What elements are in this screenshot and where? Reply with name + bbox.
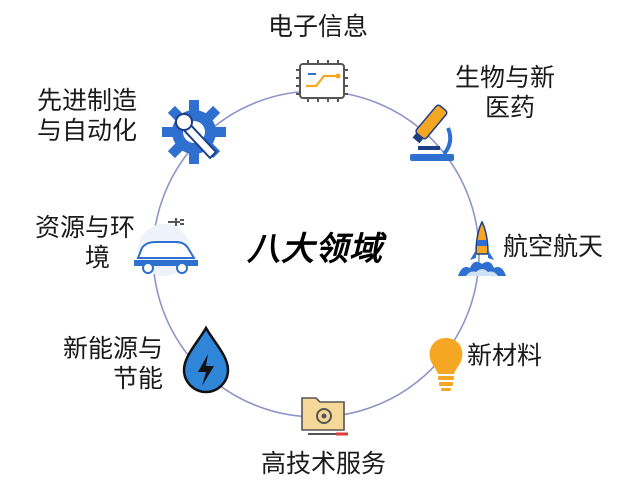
label-electronics-line: 电子信息: [268, 12, 369, 41]
gear-wrench-icon: [162, 100, 226, 164]
label-materials-line: 新材料: [467, 341, 543, 370]
label-aero-line: 航空航天: [503, 232, 604, 261]
label-manufacturing-line-1: 先进制造: [37, 86, 138, 115]
label-manufacturing: 先进制造 与自动化: [37, 86, 137, 146]
chip-icon: [296, 60, 348, 102]
label-energy-line-2: 节能: [113, 364, 164, 393]
label-services-line: 高技术服务: [261, 449, 387, 478]
label-services: 高技术服务: [261, 449, 386, 479]
lightbulb-icon: [429, 338, 463, 391]
label-environment-line-1: 资源与环: [35, 213, 136, 242]
label-manufacturing-line-2: 与自动化: [37, 116, 138, 145]
label-electronics: 电子信息: [268, 12, 368, 42]
folder-gear-icon: [301, 397, 348, 436]
label-aero: 航空航天: [503, 232, 603, 262]
microscope-icon: [410, 104, 454, 161]
label-energy: 新能源与 节能: [63, 334, 163, 394]
label-bio-line-2: 医药: [485, 93, 536, 122]
label-environment-line-2: 境: [85, 243, 111, 272]
label-energy-line-1: 新能源与: [63, 334, 164, 363]
label-environment: 资源与环 境: [35, 213, 135, 273]
label-bio-line-1: 生物与新: [455, 63, 556, 92]
label-bio: 生物与新 医药: [455, 63, 555, 123]
electric-car-icon: [134, 218, 198, 276]
center-title: 八大领域: [247, 229, 383, 268]
rocket-icon: [458, 220, 506, 276]
water-drop-bolt-icon: [182, 325, 230, 394]
label-materials: 新材料: [467, 341, 542, 371]
